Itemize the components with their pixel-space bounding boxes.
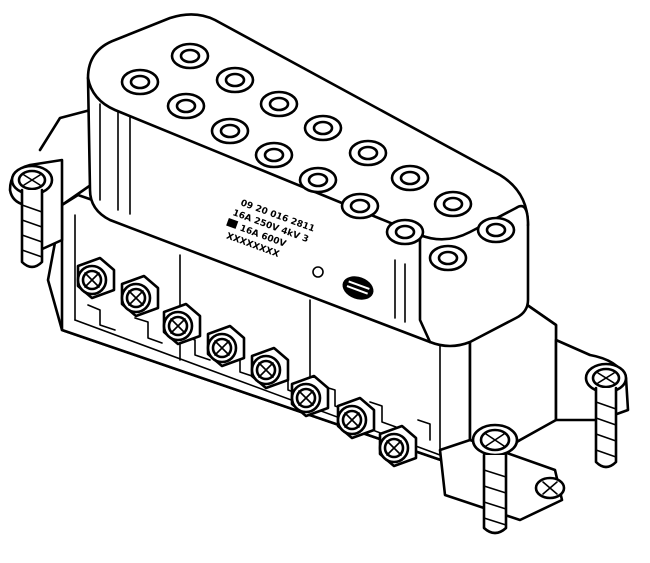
contact-hole bbox=[166, 92, 206, 120]
contact-hole bbox=[303, 114, 343, 142]
left-fixing-screw bbox=[10, 164, 54, 269]
front-fixing-screw bbox=[471, 423, 519, 535]
screw-icon bbox=[206, 324, 246, 368]
left-flange bbox=[8, 158, 64, 269]
screw-icon bbox=[378, 424, 418, 468]
contact-hole bbox=[348, 139, 388, 167]
contact-hole bbox=[170, 42, 210, 70]
right-fixing-screw bbox=[584, 362, 628, 469]
csa-mark-icon bbox=[312, 266, 324, 278]
contact-hole bbox=[215, 66, 255, 94]
contact-hole bbox=[259, 90, 299, 118]
contact-hole bbox=[340, 192, 380, 220]
contact-hole bbox=[298, 166, 338, 194]
contact-hole bbox=[428, 244, 468, 272]
manufacturer-logo-icon bbox=[342, 276, 374, 300]
right-flange bbox=[554, 338, 630, 469]
contact-hole bbox=[390, 164, 430, 192]
earth-screw-icon bbox=[534, 476, 566, 500]
screw-icon bbox=[290, 374, 330, 418]
contact-hole bbox=[433, 190, 473, 218]
terminal-screws bbox=[76, 256, 418, 468]
contact-hole bbox=[210, 117, 250, 145]
front-flange bbox=[438, 423, 566, 535]
contact-hole bbox=[254, 141, 294, 169]
screw-icon bbox=[120, 274, 160, 318]
contact-hole bbox=[385, 218, 425, 246]
screw-icon bbox=[336, 396, 376, 440]
screw-icon bbox=[250, 346, 290, 390]
contact-hole bbox=[476, 216, 516, 244]
contact-holes bbox=[120, 42, 516, 272]
contact-hole bbox=[120, 68, 160, 96]
ul-mark-icon bbox=[226, 217, 239, 229]
screw-icon bbox=[76, 256, 116, 300]
screw-icon bbox=[162, 302, 202, 346]
